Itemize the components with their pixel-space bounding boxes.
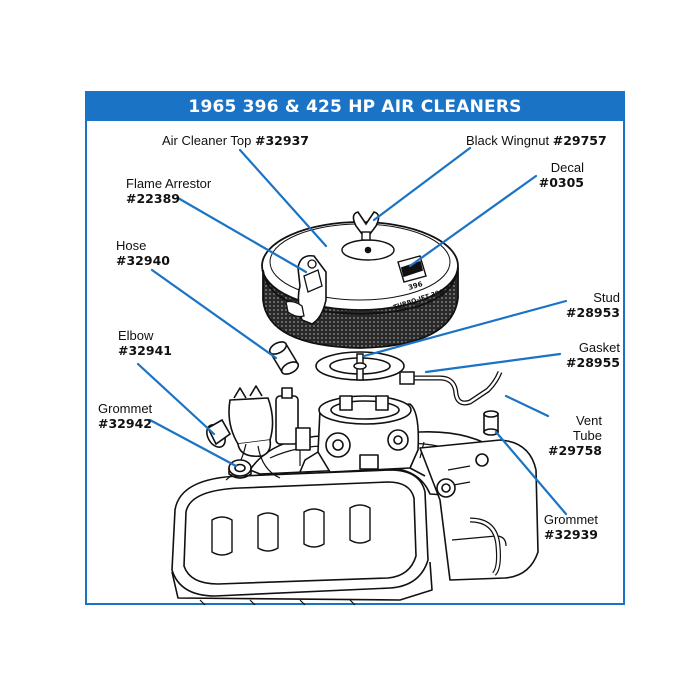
part-number: #22389	[126, 191, 180, 206]
grommet-right-part	[483, 410, 499, 436]
part-number: #32940	[116, 253, 170, 268]
vent-tube-part	[399, 371, 503, 406]
leader-air-cleaner-top	[238, 148, 328, 248]
leader-gasket	[424, 352, 562, 374]
part-number: #32937	[255, 133, 309, 148]
air-cleaner-assembly: 396 TURBO-JET 396	[261, 211, 459, 349]
hose-part	[268, 341, 300, 375]
part-number: #28955	[566, 355, 620, 370]
label-hose: Hose #32940	[116, 238, 170, 268]
part-number: #32941	[118, 343, 172, 358]
leader-lines	[136, 146, 568, 516]
part-number: #32939	[544, 527, 598, 542]
label-stud: Stud #28953	[560, 290, 620, 320]
label-vent-tube: Vent Tube #29758	[546, 413, 602, 458]
part-number: #28953	[566, 305, 620, 320]
leader-flame-arrestor	[176, 196, 308, 274]
leader-grommet-left	[148, 418, 238, 468]
label-grommet-right: Grommet #32939	[536, 512, 598, 542]
decal-number: 396	[407, 280, 423, 292]
part-number: #0305	[538, 175, 584, 190]
label-black-wingnut: Black Wingnut #29757	[466, 133, 607, 148]
label-grommet-left: Grommet #32942	[98, 401, 153, 431]
leader-grommet-right	[494, 430, 568, 516]
label-decal: Decal #0305	[534, 160, 584, 190]
stud-part	[353, 353, 367, 381]
label-air-cleaner-top: Air Cleaner Top #32937	[162, 133, 309, 148]
page-title: 1965 396 & 425 HP AIR CLEANERS	[87, 93, 623, 121]
label-gasket: Gasket #28955	[556, 340, 620, 370]
leader-stud	[362, 299, 568, 358]
engine-illustration	[171, 385, 539, 606]
leader-elbow	[136, 362, 216, 436]
part-number: #32942	[98, 416, 152, 431]
leader-black-wingnut	[372, 146, 472, 222]
label-flame-arrestor: Flame Arrestor #22389	[126, 176, 212, 206]
part-number: #29757	[552, 133, 607, 148]
leader-vent-tube	[504, 394, 550, 418]
part-number: #29758	[548, 443, 602, 458]
leader-hose	[150, 268, 278, 360]
leader-decal	[408, 174, 538, 268]
elbow-part	[206, 418, 232, 448]
label-elbow: Elbow #32941	[118, 328, 172, 358]
grommet-left-part	[228, 459, 252, 479]
